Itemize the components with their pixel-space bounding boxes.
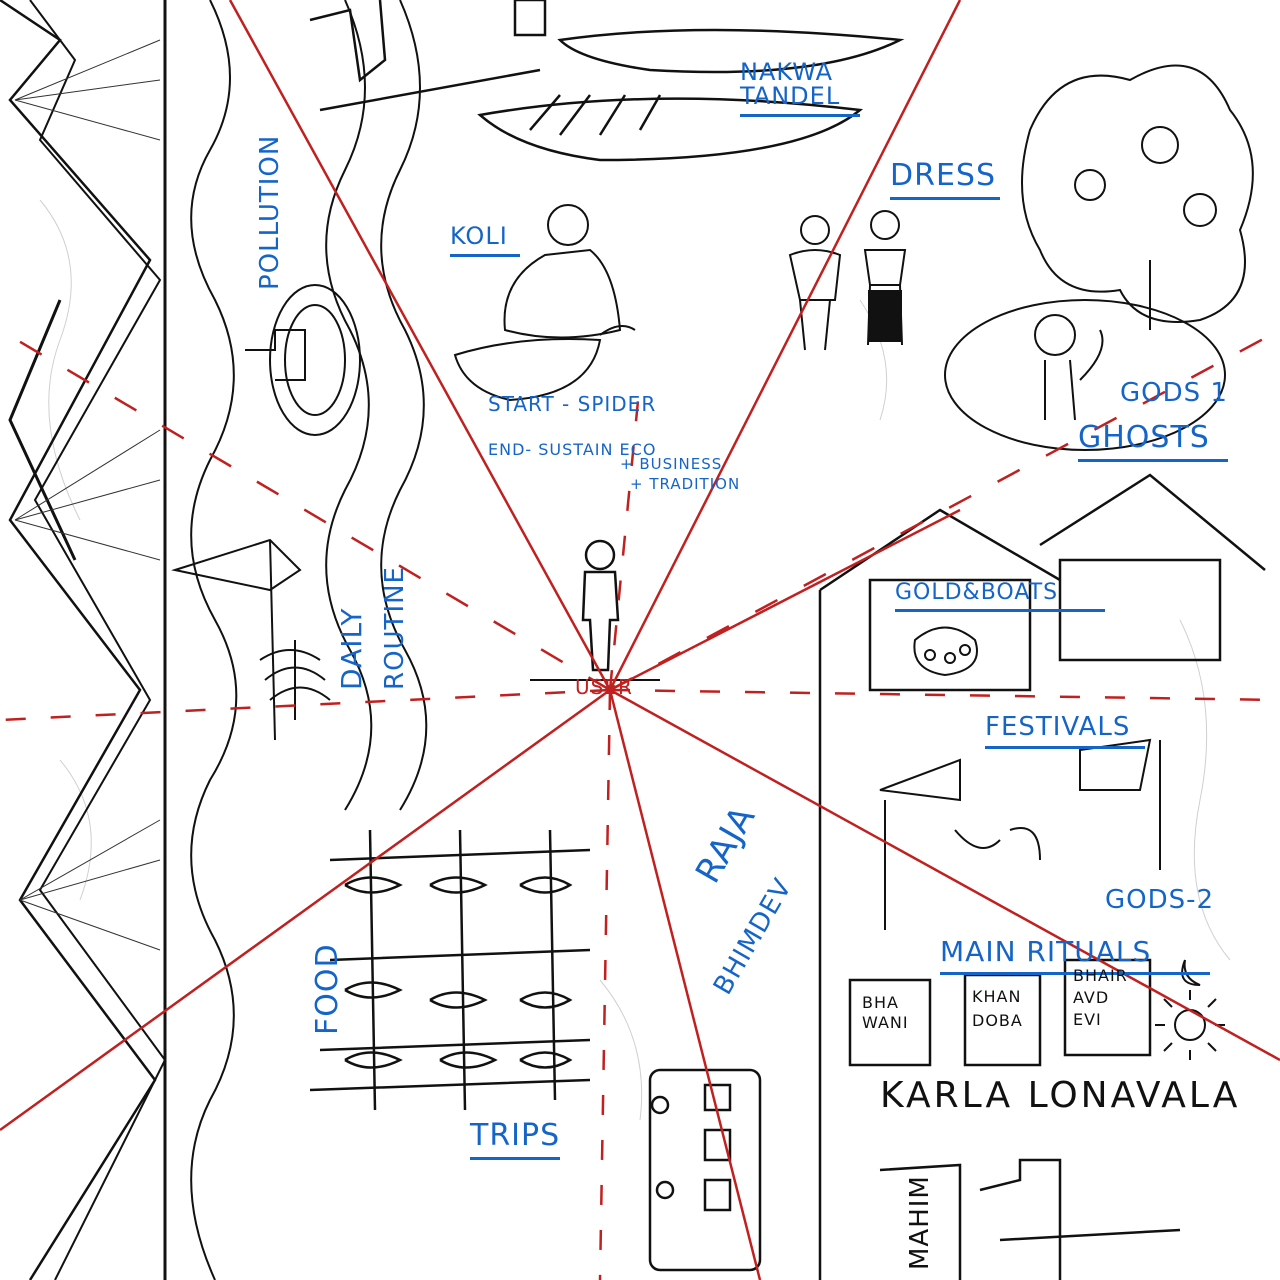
- shrine-line: BHA: [862, 993, 899, 1012]
- label-food: FOOD: [310, 943, 345, 1035]
- koli-woman-icon: [453, 204, 636, 402]
- pot-icon: [913, 626, 978, 677]
- label-main-rituals: MAIN RITUALS: [940, 935, 1210, 975]
- label-trips: TRIPS: [470, 1118, 560, 1160]
- tap-icon: [245, 284, 361, 436]
- tree-icon: [1021, 64, 1254, 330]
- label-business: + BUSINESS: [620, 455, 723, 473]
- label-festivals: FESTIVALS: [985, 712, 1145, 749]
- label-user: USER: [575, 675, 633, 699]
- shrine-boxes: [848, 958, 1152, 1067]
- street-blocks: [879, 1158, 1181, 1280]
- fish-rack-icon: [309, 829, 591, 1111]
- label-koli: KOLI: [450, 222, 520, 257]
- shrine-line: EVI: [1073, 1010, 1102, 1029]
- label-ghosts: GHOSTS: [1078, 420, 1228, 462]
- label-gold-boats: GOLD&BOATS: [895, 580, 1105, 612]
- label-routine: ROUTINE: [380, 566, 410, 690]
- label-mahim: MAHIM: [905, 1175, 935, 1270]
- bus-icon: [648, 1068, 762, 1272]
- shrine-line: KHAN: [972, 987, 1022, 1006]
- shrine-bhawani: BHA WANI: [862, 993, 909, 1033]
- zigzag-fan-lines: [14, 39, 161, 951]
- shrine-line: AVD: [1073, 988, 1110, 1007]
- monkey-icon: [944, 299, 1226, 451]
- shrine-line: WANI: [862, 1013, 909, 1032]
- label-start-spider: START - SPIDER: [488, 392, 657, 416]
- shrine-khandoba: KHAN DOBA: [972, 985, 1023, 1033]
- spider-web-icon: [171, 538, 331, 741]
- label-gods-1: GODS 1: [1120, 378, 1228, 408]
- label-tradition: + TRADITION: [630, 475, 741, 493]
- shrine-line: DOBA: [972, 1011, 1023, 1030]
- festival-scene: [879, 738, 1161, 930]
- dress-figures-icon: [788, 210, 907, 351]
- boat-icon: [477, 28, 905, 162]
- house-icon: [818, 473, 1266, 1280]
- building-top: [309, 0, 547, 112]
- label-end-sustain: END- SUSTAIN ECO: [488, 440, 657, 459]
- label-tandel: TANDEL: [740, 82, 860, 117]
- label-nakwa: NAKWA: [740, 58, 834, 86]
- zigzag-coast-left: [0, 0, 167, 1280]
- wavy-walls: [190, 0, 428, 1280]
- dress-skirt: [868, 290, 902, 342]
- sun-icon: [1155, 990, 1225, 1060]
- label-daily: DAILY: [335, 607, 368, 690]
- label-karla-lonavala: KARLA LONAVALA: [880, 1075, 1241, 1116]
- shrine-bhairavdevi: BHAIR AVD EVI: [1073, 965, 1128, 1031]
- label-dress: DRESS: [890, 158, 1000, 200]
- shrine-line: BHAIR: [1073, 966, 1128, 985]
- label-gods-2: GODS-2: [1105, 885, 1215, 915]
- label-pollution: POLLUTION: [255, 134, 285, 290]
